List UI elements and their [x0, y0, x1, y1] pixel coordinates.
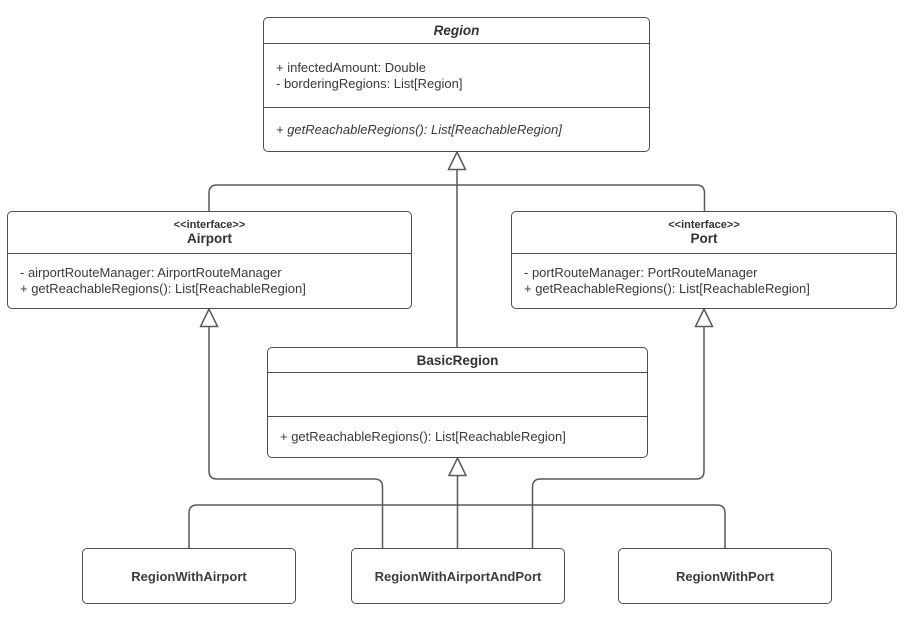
method-line: + getReachableRegions(): List[ReachableR… — [276, 121, 562, 137]
generalization-to-basic-region — [188, 456, 726, 548]
hollow-triangle-arrowhead — [447, 456, 468, 477]
hollow-triangle-arrowhead — [694, 307, 714, 328]
attribute-line: - airportRouteManager: AirportRouteManag… — [20, 265, 282, 280]
class-name: RegionWithAirportAndPort — [374, 568, 542, 584]
basic-region-hub-branch — [188, 504, 726, 548]
hollow-triangle-arrowhead — [199, 307, 219, 328]
empty-attributes-compartment — [268, 372, 647, 416]
interface-airport: <<interface>> Airport - airportRouteMana… — [7, 211, 412, 309]
class-name: Port — [690, 231, 718, 246]
class-name: BasicRegion — [416, 352, 499, 368]
class-region-with-airport: RegionWithAirport — [82, 548, 296, 604]
attribute-line: - borderingRegions: List[Region] — [276, 75, 463, 91]
method-line: + getReachableRegions(): List[ReachableR… — [20, 281, 306, 296]
class-region-with-port: RegionWithPort — [618, 548, 832, 604]
class-region: Region + infectedAmount: Double - border… — [263, 17, 650, 152]
class-name: RegionWithAirport — [131, 568, 247, 584]
generalization-to-port — [531, 307, 714, 548]
port-hub-line — [531, 326, 705, 548]
attribute-line: + infectedAmount: Double — [276, 59, 426, 75]
interface-port: <<interface>> Port - portRouteManager: P… — [511, 211, 897, 309]
region-hub-branch — [208, 184, 706, 211]
class-basic-region: BasicRegion + getReachableRegions(): Lis… — [267, 347, 648, 458]
class-region-with-airport-and-port: RegionWithAirportAndPort — [351, 548, 565, 604]
generalization-to-airport — [199, 307, 384, 548]
stereotype-label: <<interface>> — [668, 219, 740, 231]
class-name: RegionWithPort — [675, 568, 775, 584]
class-name: Region — [433, 23, 480, 38]
method-line: + getReachableRegions(): List[ReachableR… — [280, 429, 566, 444]
method-line: + getReachableRegions(): List[ReachableR… — [524, 281, 810, 296]
stereotype-label: <<interface>> — [173, 219, 246, 231]
generalization-to-region — [208, 150, 706, 347]
airport-hub-line — [208, 326, 384, 548]
class-name: Airport — [187, 231, 232, 246]
hollow-triangle-arrowhead — [447, 150, 467, 171]
attribute-line: - portRouteManager: PortRouteManager — [524, 265, 758, 280]
